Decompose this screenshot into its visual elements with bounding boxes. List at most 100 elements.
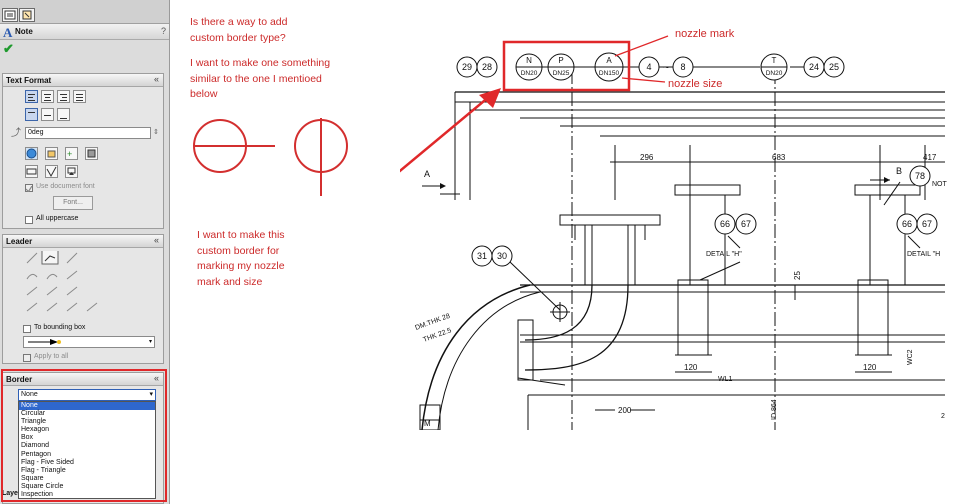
dropdown-arrow-icon[interactable]: ▾ bbox=[149, 391, 153, 398]
property-manager-panel: A Note ? ✔ Text Format« ⤴ 0deg ⇕ + Use d… bbox=[0, 0, 170, 504]
border-option[interactable]: Triangle bbox=[21, 418, 47, 426]
link-property-button[interactable] bbox=[45, 147, 58, 160]
text-format-group: Text Format« ⤴ 0deg ⇕ + Use document fon… bbox=[2, 73, 164, 229]
dim-120b: 120 bbox=[863, 363, 877, 372]
dim-683: 683 bbox=[772, 153, 786, 162]
balloon-25-label: 25 bbox=[829, 62, 839, 72]
pointer-arrow-head bbox=[479, 88, 501, 108]
leader-style-icons bbox=[26, 251, 98, 312]
balloon-78-label: 78 bbox=[915, 171, 925, 181]
config-tab[interactable] bbox=[19, 8, 35, 22]
nozzle-p-mark: P bbox=[558, 56, 563, 65]
spin-icon[interactable]: ⇕ bbox=[153, 129, 159, 136]
align-left-button[interactable] bbox=[25, 90, 38, 103]
dim-296: 296 bbox=[640, 153, 654, 162]
surface-finish-icon bbox=[46, 166, 57, 178]
tolerance-icon bbox=[26, 168, 37, 175]
note-icon: A bbox=[3, 25, 13, 40]
detail-h-label-2: DETAIL "H bbox=[907, 251, 940, 258]
align-right-button[interactable] bbox=[57, 90, 70, 103]
engineering-drawing: 29 28 4 ~ 8 24 25 78 66 67 66 67 31 30 N… bbox=[400, 28, 948, 430]
balloon-28 bbox=[476, 56, 498, 78]
border-option[interactable]: Box bbox=[21, 434, 34, 442]
dropdown-arrow-icon[interactable]: ▾ bbox=[148, 339, 152, 345]
angle-input[interactable]: 0deg bbox=[25, 127, 151, 139]
nozzle-n-mark: N bbox=[526, 56, 532, 65]
balloon-25 bbox=[823, 56, 845, 78]
balloon-30-label: 30 bbox=[497, 251, 507, 261]
wl1-label: WL1 bbox=[718, 376, 733, 383]
all-uppercase-label: All uppercase bbox=[36, 215, 79, 222]
nozzle-size-pointer bbox=[621, 77, 666, 83]
border-option[interactable]: Flag - Five Sided bbox=[21, 458, 74, 466]
leader-header[interactable]: Leader« bbox=[3, 235, 163, 248]
datum-feature-button[interactable] bbox=[65, 165, 78, 178]
apply-to-all-label: Apply to all bbox=[34, 353, 69, 360]
dim-200: 200 bbox=[618, 406, 632, 415]
datum-icon bbox=[67, 167, 76, 175]
font-button[interactable]: Font... bbox=[53, 196, 93, 210]
balloon-24-label: 24 bbox=[809, 62, 819, 72]
apply-to-all-checkbox[interactable] bbox=[23, 354, 31, 362]
border-option[interactable]: Hexagon bbox=[21, 426, 50, 434]
nozzle-p-size: DN25 bbox=[553, 70, 570, 77]
balloon-66-label: 66 bbox=[720, 219, 730, 229]
border-header[interactable]: Border « bbox=[3, 373, 163, 386]
symbol-icon: + bbox=[67, 149, 72, 159]
config-icon bbox=[22, 10, 32, 20]
hyperlink-button[interactable] bbox=[25, 147, 38, 160]
purpose-text: I want to make this custom border for ma… bbox=[197, 229, 285, 288]
border-option[interactable]: None bbox=[19, 402, 155, 411]
collapse-icon[interactable]: « bbox=[153, 235, 159, 245]
justify-button[interactable] bbox=[73, 90, 86, 103]
nozzle-n-size: DN20 bbox=[521, 70, 538, 77]
collapse-icon[interactable]: « bbox=[153, 373, 159, 383]
balloon-8-label: 8 bbox=[680, 62, 685, 72]
all-uppercase-checkbox[interactable] bbox=[25, 216, 33, 224]
border-option[interactable]: Pentagon bbox=[21, 450, 51, 458]
request-text: I want to make one something similar to … bbox=[190, 57, 331, 100]
valign-top-button[interactable] bbox=[25, 108, 38, 121]
border-option[interactable]: Circular bbox=[21, 410, 46, 418]
border-option[interactable]: Square bbox=[21, 474, 44, 482]
text-format-header[interactable]: Text Format« bbox=[3, 74, 163, 87]
align-center-button[interactable] bbox=[41, 90, 54, 103]
border-option[interactable]: Square Circle bbox=[21, 482, 64, 490]
balloon-78 bbox=[909, 165, 931, 187]
use-document-font-checkbox[interactable] bbox=[25, 184, 33, 193]
panel-title-bar: A Note ? bbox=[0, 24, 169, 40]
property-manager-tab[interactable] bbox=[2, 8, 18, 22]
valign-middle-button[interactable] bbox=[41, 108, 54, 121]
arrow-style-select[interactable]: ▾ bbox=[23, 336, 155, 348]
desired-symbols bbox=[193, 118, 348, 196]
stamp-icon bbox=[87, 149, 96, 158]
balloon-67b-label: 67 bbox=[922, 219, 932, 229]
add-symbol-button[interactable]: + bbox=[65, 147, 78, 160]
nozzle-a-size: DN150 bbox=[599, 70, 620, 77]
border-option[interactable]: Inspection bbox=[21, 491, 53, 499]
to-bounding-box-label: To bounding box bbox=[34, 324, 86, 331]
insert-geometric-tol-button[interactable] bbox=[25, 165, 38, 178]
border-option[interactable]: Flag - Triangle bbox=[21, 466, 66, 474]
wc2-label: WC2 bbox=[907, 349, 914, 365]
dim-25: 25 bbox=[793, 271, 802, 280]
thk-label-2: THK 22.5 bbox=[422, 327, 452, 344]
nozzle-t-size: DN20 bbox=[766, 70, 783, 77]
ok-check-icon[interactable]: ✔ bbox=[3, 41, 14, 56]
dim-2: 2 bbox=[941, 413, 945, 420]
border-option[interactable]: Diamond bbox=[21, 442, 50, 450]
balloon-67-label: 67 bbox=[741, 219, 751, 229]
detail-h-label-1: DETAIL "H" bbox=[706, 251, 742, 258]
help-icon[interactable]: ? bbox=[160, 26, 166, 36]
collapse-icon[interactable]: « bbox=[153, 74, 159, 84]
globe-icon bbox=[26, 148, 37, 159]
leader-group: Leader« To bounding box ▾ Apply to all bbox=[2, 234, 164, 364]
border-style-select[interactable]: None ▾ bbox=[18, 389, 156, 401]
to-bounding-box-checkbox[interactable] bbox=[23, 325, 31, 333]
surface-finish-button[interactable] bbox=[45, 165, 58, 178]
valign-bottom-button[interactable] bbox=[57, 108, 70, 121]
lock-symbol-button[interactable] bbox=[85, 147, 98, 160]
border-title: Border bbox=[6, 375, 33, 384]
question-text: Is there a way to add custom border type… bbox=[190, 16, 288, 44]
